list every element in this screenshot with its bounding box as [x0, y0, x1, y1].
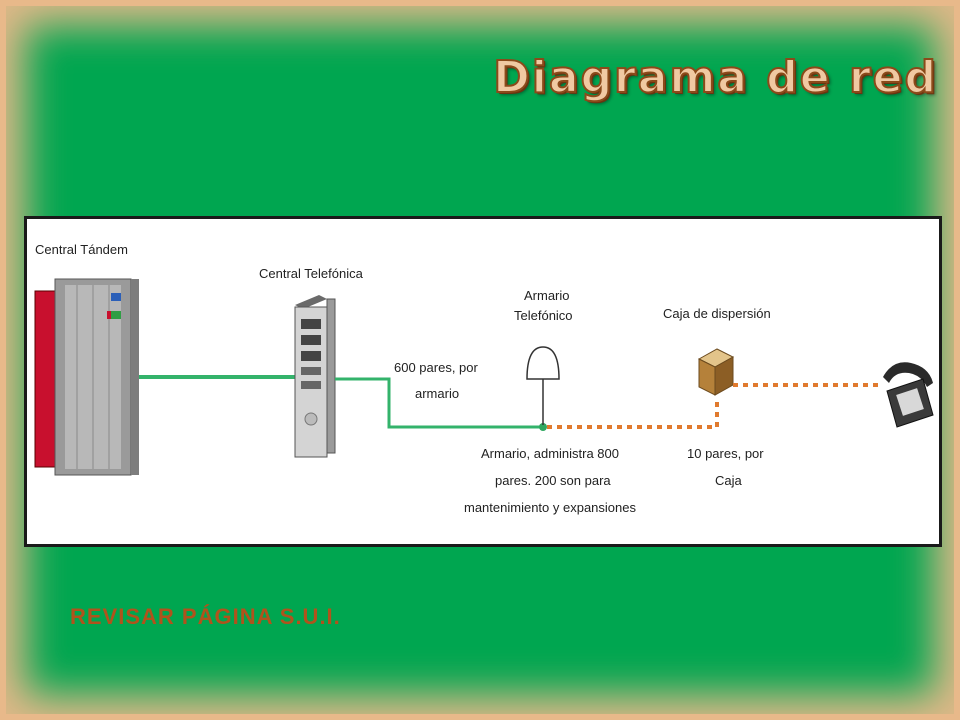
armario-to-caja-link: [547, 397, 719, 429]
armario-icon: [526, 346, 560, 425]
caja-label: Caja de dispersión: [663, 306, 771, 321]
slide-title: Diagrama de red: [492, 51, 938, 104]
pares-armario-line1: 600 pares, por: [394, 360, 478, 375]
central-to-armario-link: [335, 377, 543, 429]
telephone-icon: [883, 362, 934, 428]
armario-desc-line3: mantenimiento y expansiones: [464, 500, 636, 515]
footer-note: REVISAR PÁGINA S.U.I.: [70, 604, 341, 629]
armario-junction-dot: [539, 423, 547, 431]
armario-label-line2: Telefónico: [514, 308, 573, 323]
network-diagram: [34, 278, 934, 476]
central-tandem-icon: [34, 278, 139, 476]
pares-caja-line1: 10 pares, por: [687, 446, 764, 461]
pares-armario-line2: armario: [415, 386, 460, 401]
armario-desc-line1: Armario, administra 800: [481, 446, 619, 461]
central-telefonica-icon: [294, 295, 336, 458]
armario-label-line1: Armario: [524, 288, 570, 303]
network-diagram-panel: Central Tándem Central Telefónica Armari…: [24, 216, 942, 547]
pares-caja-line2: Caja: [715, 473, 742, 488]
central-tandem-label: Central Tándem: [35, 242, 128, 257]
caja-icon: [697, 348, 735, 396]
central-telefonica-label: Central Telefónica: [259, 266, 363, 281]
armario-desc-line2: pares. 200 son para: [495, 473, 611, 488]
